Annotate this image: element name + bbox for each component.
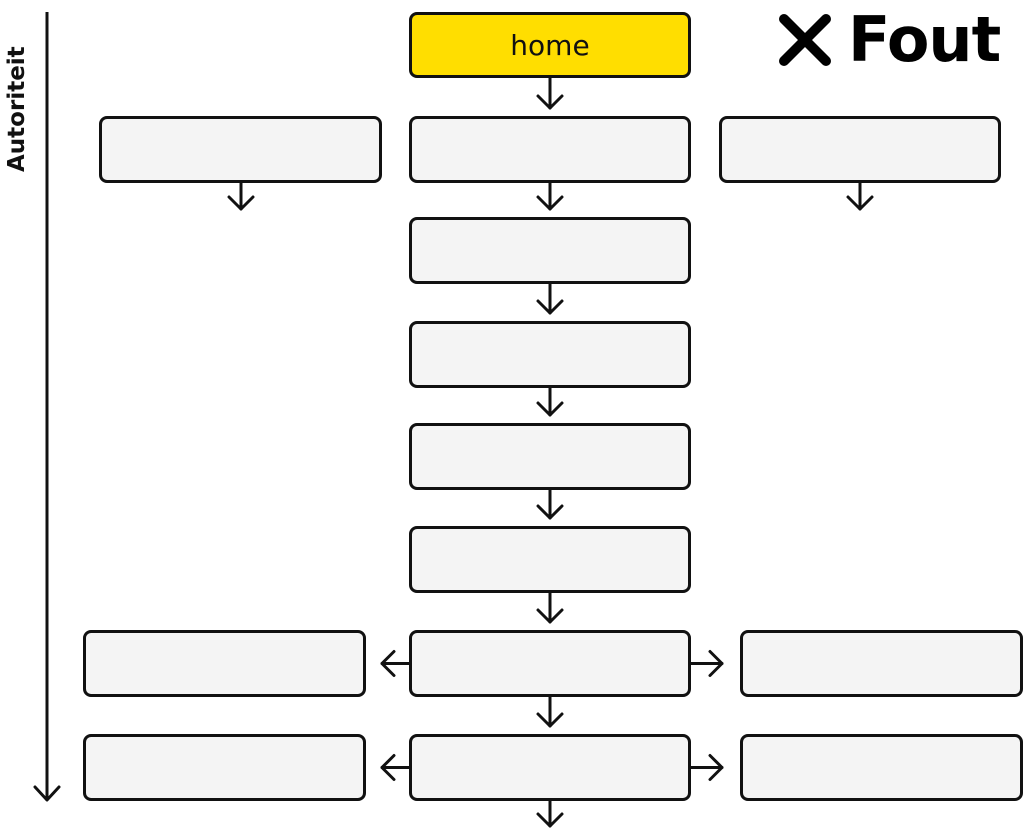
node-label: home <box>510 28 590 62</box>
edge-arrow-r6-center-to-r6-right <box>689 650 724 677</box>
x-mark-icon <box>779 14 831 66</box>
edge-arrow-r1-left-to-next <box>227 181 255 211</box>
node-r6-left <box>83 630 366 697</box>
edges <box>227 76 874 828</box>
edge-arrow-r7-center-to-r7-left <box>380 754 411 781</box>
verdict: Fout <box>776 0 1001 80</box>
edge-arrow-home-to-r1-center <box>536 76 564 110</box>
verdict-label: Fout <box>848 3 1001 76</box>
node-r2 <box>409 217 691 284</box>
edge-arrow-r6-center-to-r7-center <box>536 695 564 728</box>
node-r7-right <box>740 734 1023 801</box>
node-r1-left <box>99 116 382 183</box>
edge-arrow-r1-right-to-next <box>846 181 874 211</box>
edge-arrow-r7-center-to-r7-right <box>689 754 724 781</box>
node-r4 <box>409 423 691 490</box>
authority-axis-arrowhead <box>33 785 61 802</box>
node-r7-left <box>83 734 366 801</box>
node-r7-center <box>409 734 691 801</box>
node-home: home <box>409 12 691 78</box>
node-r1-right <box>719 116 1001 183</box>
edge-arrow-r2-to-r3 <box>536 282 564 315</box>
edge-arrow-r4-to-r5 <box>536 488 564 520</box>
axis-label: Autoriteit <box>4 46 30 172</box>
node-r5 <box>409 526 691 593</box>
node-r6-center <box>409 630 691 697</box>
edge-arrow-r7-center-to-next <box>536 799 564 828</box>
edge-arrow-r6-center-to-r6-left <box>380 650 411 677</box>
node-r1-center <box>409 116 691 183</box>
authority-axis <box>33 12 61 802</box>
edge-arrow-r5-to-r6-center <box>536 591 564 624</box>
edge-arrow-r1-center-to-r2 <box>536 181 564 211</box>
edge-arrow-r3-to-r4 <box>536 386 564 417</box>
node-r6-right <box>740 630 1023 697</box>
node-r3 <box>409 321 691 388</box>
